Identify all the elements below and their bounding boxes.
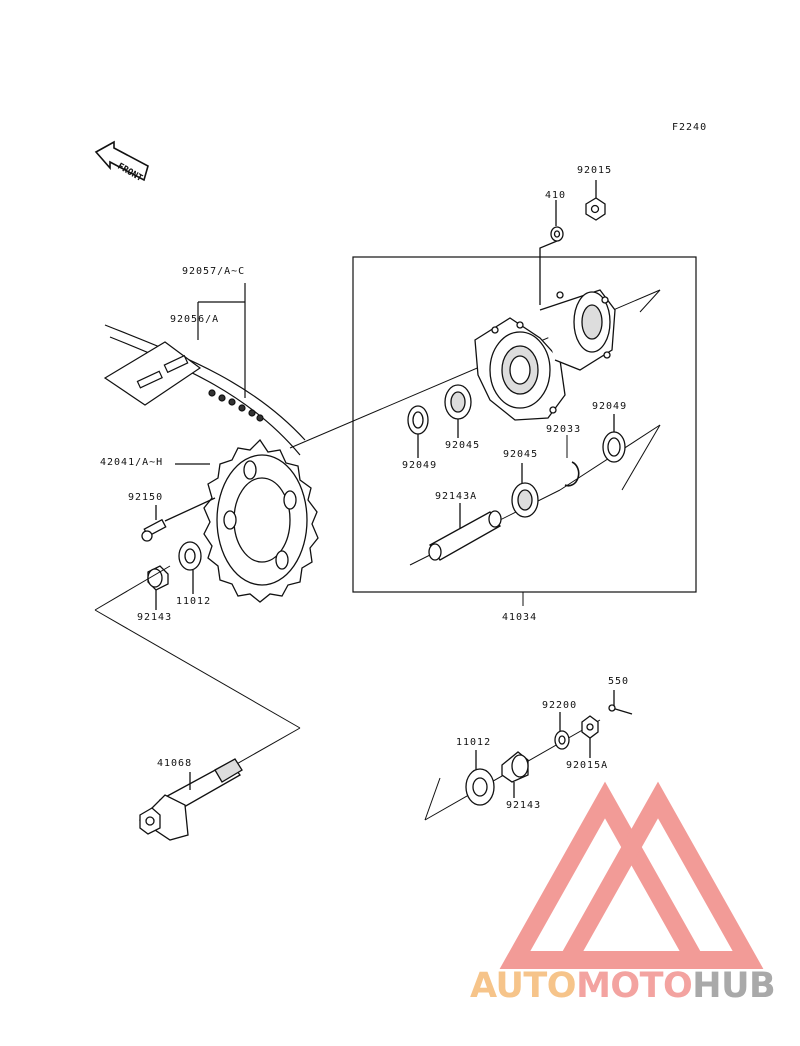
part-label: 550 (608, 676, 630, 687)
front-arrow: FRONT (94, 140, 149, 184)
part-label: 410 (545, 190, 567, 201)
part-label: 92143 (137, 612, 173, 623)
rear-hub (474, 289, 616, 421)
watermark-logo (499, 781, 764, 969)
cotter-pin-550 (608, 690, 633, 715)
spacer-92143-left (147, 565, 169, 610)
part-label: 92049 (402, 460, 438, 471)
watermark-text: AUTOMOTOHUB (470, 966, 776, 1006)
part-label: 11012 (456, 737, 492, 748)
washer-410 (539, 200, 564, 305)
part-label: 92045 (503, 449, 539, 460)
part-label: 92057/A~C (182, 266, 246, 277)
part-label: 92150 (128, 492, 164, 503)
part-label: 41034 (502, 612, 538, 623)
part-label: 41068 (157, 758, 193, 769)
part-label: 92143A (435, 491, 478, 502)
figure-code: F2240 (672, 122, 708, 133)
bolt-92150 (141, 497, 216, 542)
nut-92015 (585, 180, 606, 221)
part-label: 92143 (506, 800, 542, 811)
collar-11012-right (465, 750, 495, 806)
spacer-92143A (428, 503, 502, 561)
part-label: 92015 (577, 165, 613, 176)
collar-11012-left (178, 541, 202, 594)
part-label: 92200 (542, 700, 578, 711)
watermark-hub: HUB (692, 966, 776, 1006)
bearing-92045-bottom (511, 463, 539, 518)
seal-92049-left (407, 405, 429, 458)
part-label: 92015A (566, 760, 609, 771)
watermark-auto: AUTO (470, 966, 577, 1006)
part-label: 42041/A~H (100, 457, 164, 468)
circlip-92033 (564, 435, 580, 487)
washer-92200 (554, 712, 570, 750)
spacer-92143-right (501, 751, 529, 798)
part-label: 11012 (176, 596, 212, 607)
part-label: 92049 (592, 401, 628, 412)
sprocket (175, 438, 319, 603)
bearing-92045-top (444, 384, 472, 438)
seal-92049-right (602, 414, 626, 463)
part-label: 92033 (546, 424, 582, 435)
watermark-moto: MOTO (576, 966, 693, 1006)
axle-41068 (138, 758, 243, 841)
part-label: 92056/A (170, 314, 220, 325)
drive-chain (103, 283, 306, 456)
nut-92015A (581, 715, 599, 758)
hub-assembly-box (352, 256, 697, 593)
part-label: 92045 (445, 440, 481, 451)
